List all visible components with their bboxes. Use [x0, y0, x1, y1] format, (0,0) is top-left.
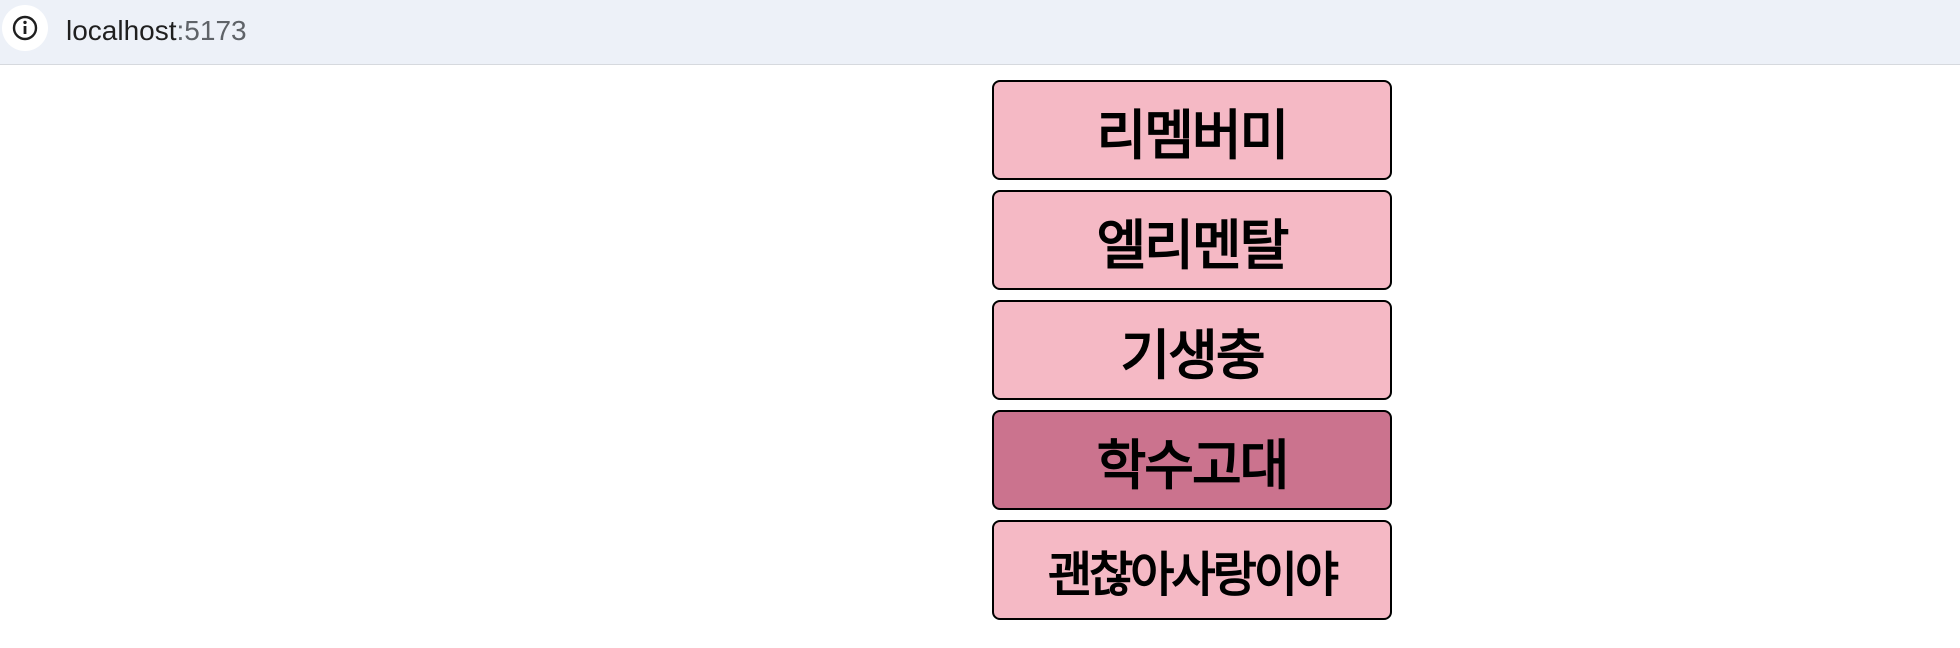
movie-button-elemental[interactable]: 엘리멘탈	[992, 190, 1392, 290]
movie-button-its-okay-thats-love[interactable]: 괜찮아사랑이야	[992, 520, 1392, 620]
info-icon	[12, 15, 38, 41]
movie-button-list: 리멤버미 엘리멘탈 기생충 학수고대 괜찮아사랑이야	[992, 80, 1392, 630]
movie-button-remember-me[interactable]: 리멤버미	[992, 80, 1392, 180]
url-port: :5173	[176, 15, 247, 46]
address-bar[interactable]: localhost:5173	[0, 0, 1960, 65]
movie-button-parasite[interactable]: 기생충	[992, 300, 1392, 400]
movie-button-hak-su-go-dae[interactable]: 학수고대	[992, 410, 1392, 510]
url-text[interactable]: localhost:5173	[66, 12, 247, 50]
site-info-button[interactable]	[2, 5, 48, 51]
url-host: localhost	[66, 15, 177, 46]
